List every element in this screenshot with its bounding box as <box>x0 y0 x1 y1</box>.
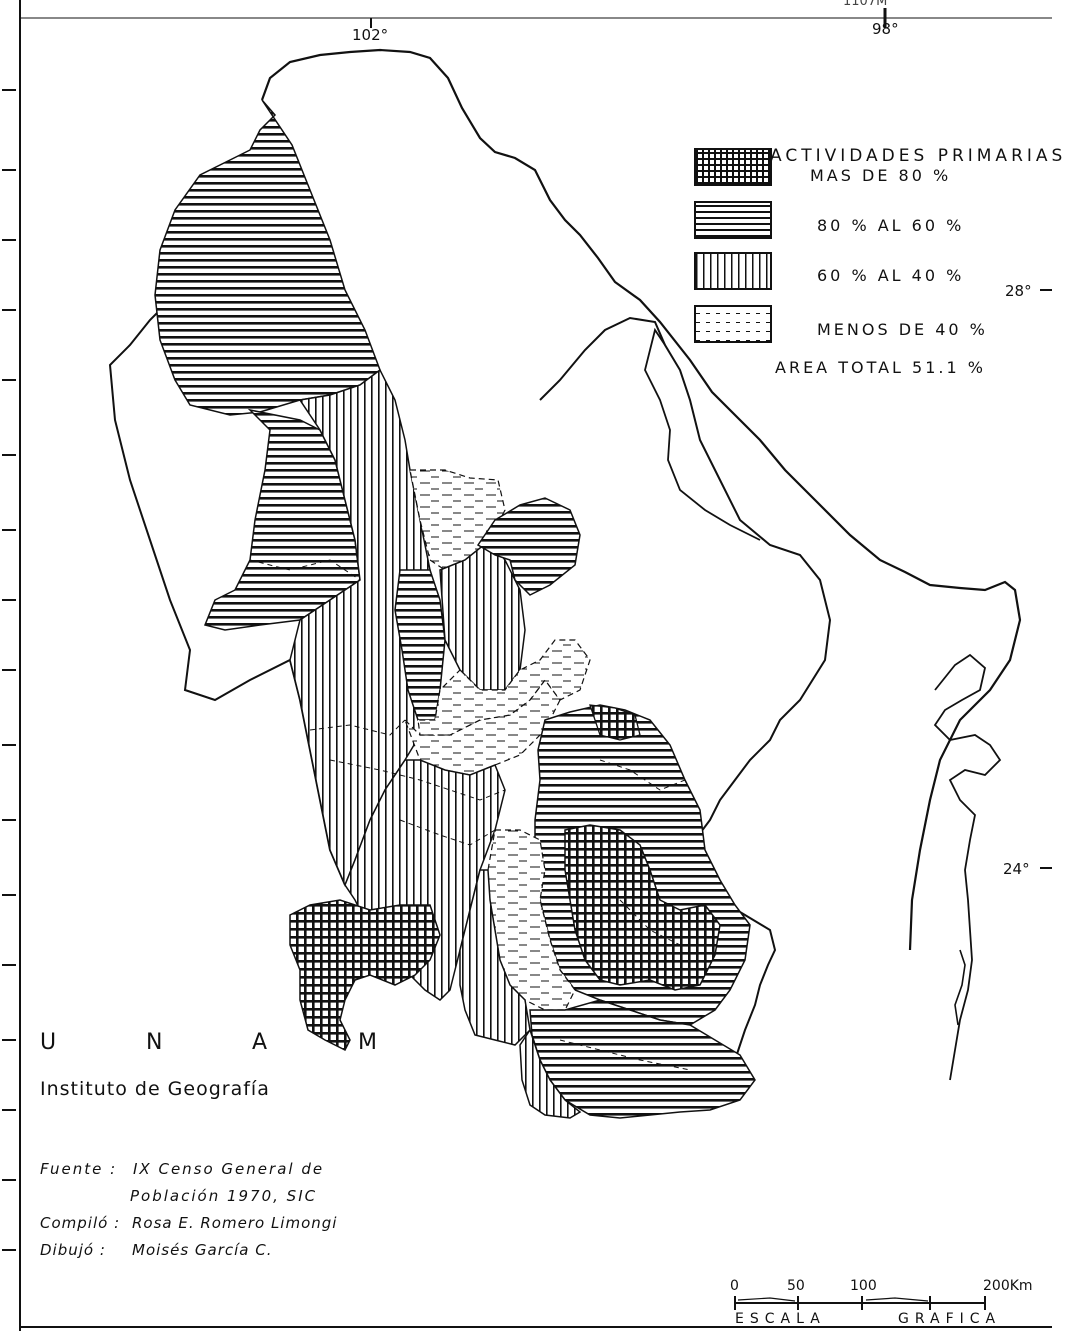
scale-tick-200: 200Km <box>983 1278 1033 1294</box>
municipal-boundaries <box>249 559 691 1071</box>
lat-28-label: 28° <box>1005 282 1032 300</box>
district-coahuila-north <box>154 99 381 416</box>
scale-caption-right: GRAFICA <box>898 1311 1002 1327</box>
scale-tick-0: 0 <box>730 1278 739 1294</box>
coastline-outline <box>933 653 1002 1081</box>
legend-swatch-vertical <box>694 252 772 290</box>
scale-tick-50: 50 <box>787 1278 805 1294</box>
scale-bar <box>734 1296 986 1310</box>
district-south-vertical-mid <box>459 869 531 1046</box>
lon-102-label: 102° <box>352 26 389 44</box>
unam-letter-m: M <box>358 1030 377 1055</box>
legend-label-1: MAS DE 80 % <box>810 166 952 185</box>
scale-caption-left: ESCALA <box>735 1311 826 1327</box>
district-grid-west <box>289 899 441 1052</box>
district-center-dash-north <box>417 639 591 736</box>
legend-title: ACTIVIDADES PRIMARIAS <box>770 146 1066 166</box>
header-fragment: 1107M <box>843 0 888 9</box>
compilo-value: Rosa E. Romero Limongi <box>132 1214 338 1232</box>
fuente-line1: IX Censo General de <box>133 1160 325 1178</box>
legend-swatch-dashes <box>694 305 772 343</box>
institute-name: Instituto de Geografía <box>40 1078 270 1100</box>
margin-ticks <box>2 89 16 1251</box>
scale-tick-100: 100 <box>850 1278 877 1294</box>
dibujo-label: Dibujó : <box>40 1241 106 1259</box>
lat-24-label: 24° <box>1003 860 1030 878</box>
legend-total: AREA TOTAL 51.1 % <box>775 358 986 377</box>
fuente-line2: Población 1970, SIC <box>130 1187 318 1205</box>
legend-label-3: 60 % AL 40 % <box>817 266 965 285</box>
fuente-label: Fuente : <box>40 1160 118 1178</box>
lon-98-label: 98° <box>872 20 899 38</box>
island-outline <box>954 949 966 1026</box>
district-far-south-vertical <box>519 1028 582 1119</box>
northern-territory-outline <box>260 48 1022 951</box>
legend-label-2: 80 % AL 60 % <box>817 216 965 235</box>
unam-letter-a: A <box>252 1030 268 1055</box>
legend-swatch-grid <box>694 148 772 186</box>
unam-letter-u: U <box>40 1030 57 1055</box>
district-east-horizontal <box>476 497 581 596</box>
district-grid-small <box>589 704 641 741</box>
compilo-label: Compiló : <box>40 1214 121 1232</box>
dibujo-value: Moisés García C. <box>132 1241 273 1259</box>
district-south-dash <box>487 829 576 1011</box>
legend-label-4: MENOS DE 40 % <box>817 320 988 339</box>
district-grid-east <box>564 824 721 991</box>
inner-boundary-outline <box>644 327 761 541</box>
unam-letter-n: N <box>146 1030 163 1055</box>
legend-swatch-horizontal <box>694 201 772 239</box>
